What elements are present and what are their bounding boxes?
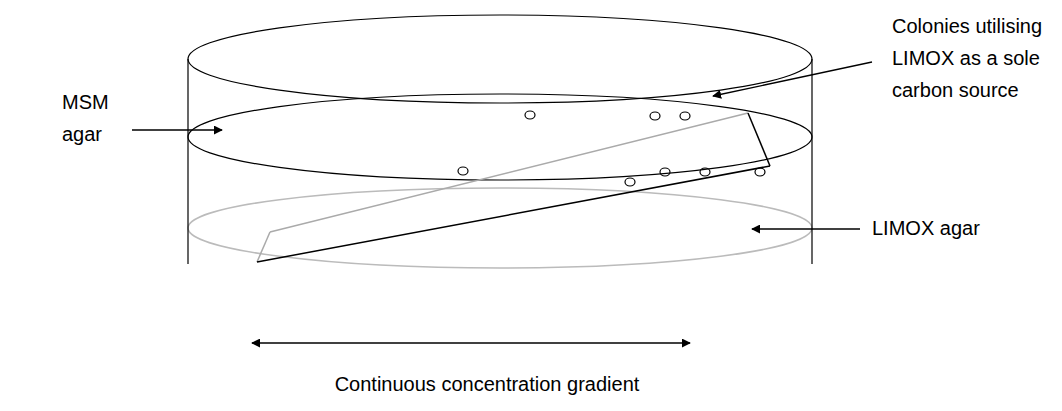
wedge-edge bbox=[257, 232, 270, 262]
leader-arrow bbox=[132, 129, 222, 130]
dish-lid bbox=[188, 15, 812, 103]
colonies bbox=[458, 111, 765, 186]
leader-arrow bbox=[713, 62, 872, 96]
wedge-edge bbox=[748, 113, 770, 166]
axis-label: Continuous concentration gradient bbox=[287, 368, 687, 400]
callout-label: Colonies utilising LIMOX as a sole carbo… bbox=[892, 10, 1057, 106]
gradient-arrow bbox=[252, 342, 690, 343]
wedge-edge bbox=[257, 166, 770, 262]
dish-wall bbox=[811, 59, 812, 264]
leader-arrow bbox=[752, 228, 860, 229]
region-label: LIMOX agar bbox=[872, 212, 1052, 244]
agar-surface bbox=[188, 94, 812, 180]
dish-wall bbox=[187, 59, 188, 264]
dish-bottom bbox=[188, 188, 812, 268]
region-label: MSM agar bbox=[62, 86, 122, 150]
